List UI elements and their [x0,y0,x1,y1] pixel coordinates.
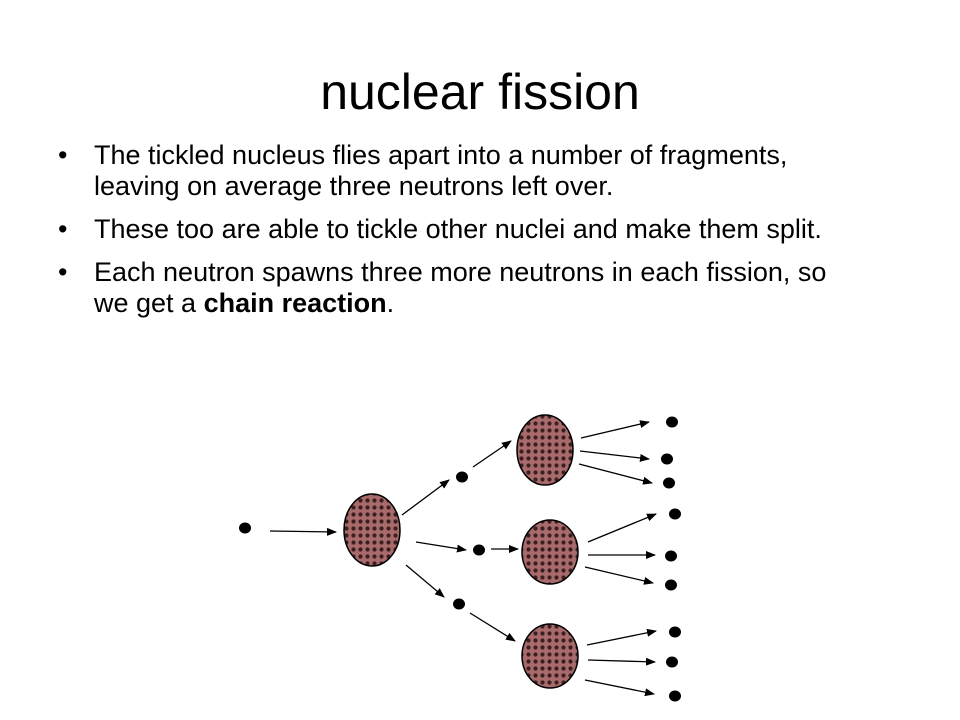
slide-title: nuclear fission [320,64,640,120]
bullet-item-1: • The tickled nucleus flies apart into a… [58,140,858,202]
gen1-arrow-mid [415,541,467,553]
bullet-item-2: • These too are able to tickle other nuc… [58,214,858,245]
gen3-top-arrow-3 [578,463,653,485]
gen2-arrow-top [472,440,512,468]
gen3-top-arrow-2 [579,450,650,462]
bullet-marker: • [58,140,68,170]
chain-reaction-term: chain reaction [203,288,387,318]
incoming-neutron [239,522,251,534]
gen2-arrow-bottom [469,612,516,642]
first-nucleus [343,493,401,567]
bullet-text: Each neutron spawns three more neutrons … [94,257,827,318]
gen3-mid-neutron-2 [665,550,677,562]
gen1-neutron-down [453,598,465,610]
second-nucleus-top [516,414,574,486]
gen3-mid-neutron-1 [669,508,681,520]
gen3-bottom-neutron-1 [669,626,681,638]
bullet-marker: • [58,257,68,287]
gen1-neutron-mid [473,544,485,556]
gen3-bottom-arrow-1 [586,628,657,646]
gen3-bottom-arrow-3 [584,679,655,697]
bullet-text: The tickled nucleus flies apart into a n… [94,140,788,201]
gen3-top-neutron-1 [666,416,678,428]
second-nucleus-bottom [521,623,579,689]
second-nucleus-mid [521,519,579,585]
bullet-text: These too are able to tickle other nucle… [94,214,822,244]
diagram-layer [239,414,681,702]
gen1-neutron-up [456,471,468,483]
gen3-top-neutron-3 [663,477,675,489]
bullet-marker: • [58,214,68,244]
gen1-arrow-up [401,479,450,516]
gen3-bottom-neutron-3 [669,690,681,702]
gen3-top-neutron-2 [661,453,673,465]
gen3-bottom-neutron-2 [666,656,678,668]
gen3-mid-neutron-3 [665,579,677,591]
gen1-arrow-down [405,564,445,598]
gen3-mid-arrow-3 [584,566,654,585]
bullet-text-end: . [386,288,395,318]
gen3-top-arrow-1 [580,420,650,439]
gen3-mid-arrow-1 [587,513,657,543]
bullet-list: • The tickled nucleus flies apart into a… [58,140,858,331]
bullet-item-3: • Each neutron spawns three more neutron… [58,257,858,319]
gen3-bottom-arrow-2 [587,657,656,666]
incoming-arrow [269,527,337,536]
